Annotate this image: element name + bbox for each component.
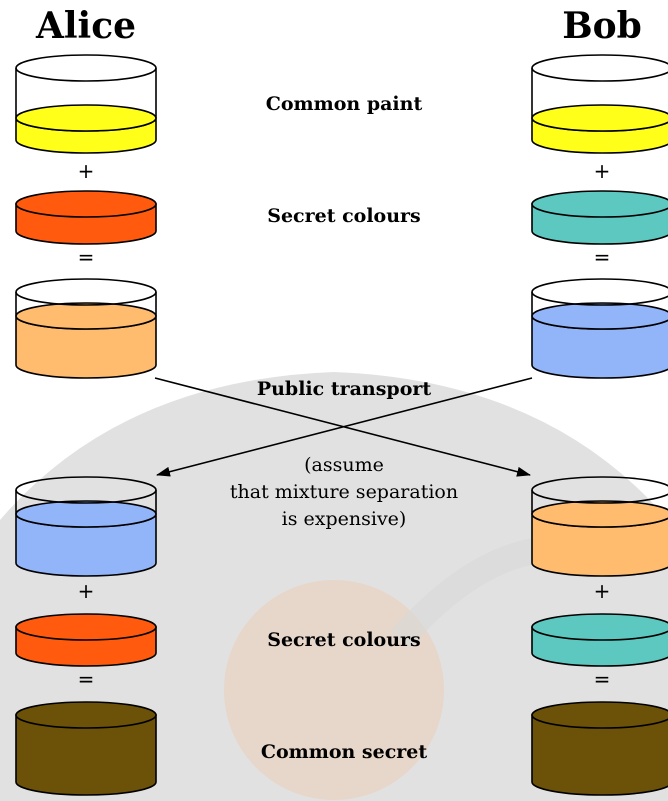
note-line-1: (assume [304, 454, 384, 476]
alice-received-jar [15, 476, 157, 577]
bob-secret-colour-disc-2 [531, 613, 668, 667]
bob-received-jar-rim [531, 476, 668, 504]
secret-colours-label-top: Secret colours [267, 205, 421, 227]
bob-secret-colour-disc-2-top [531, 613, 668, 641]
alice-equals-bottom: = [78, 667, 95, 691]
public-transport-label: Public transport [257, 378, 432, 400]
alice-secret-colour-disc-2 [15, 613, 157, 667]
common-paint-label: Common paint [266, 93, 423, 115]
alice-mixture-jar-liquid-surface [15, 302, 157, 330]
alice-common-secret-jar-top [15, 701, 157, 729]
bob-secret-colour-disc-top [531, 190, 668, 218]
alice-mixture-jar-rim [15, 278, 157, 306]
bob-received-jar [531, 476, 668, 577]
note-line-2: that mixture separation [230, 481, 458, 503]
bob-secret-colour-disc [531, 190, 668, 245]
alice-received-jar-rim [15, 476, 157, 504]
bob-mixture-jar-liquid-surface [531, 302, 668, 330]
alice-plus-bottom: + [78, 579, 95, 603]
alice-equals-top: = [78, 245, 95, 269]
background-watermark [0, 372, 668, 801]
note-line-3: is expensive) [282, 508, 407, 530]
bob-equals-bottom: = [594, 667, 611, 691]
alice-mixture-jar [15, 278, 157, 379]
bob-mixture-jar [531, 278, 668, 379]
bob-common-secret-jar [531, 701, 668, 796]
bob-plus-bottom: + [594, 579, 611, 603]
secret-colours-label-bottom: Secret colours [267, 629, 421, 651]
alice-common-secret-jar-body [15, 714, 157, 796]
alice-common-secret-jar [15, 701, 157, 796]
bob-common-secret-jar-body [531, 714, 668, 796]
alice-secret-colour-disc-2-top [15, 613, 157, 641]
bob-common-paint-jar-rim [531, 54, 668, 82]
bob-received-jar-liquid-surface [531, 500, 668, 528]
bob-mixture-jar-rim [531, 278, 668, 306]
alice-common-paint-jar-rim [15, 54, 157, 82]
alice-plus-top: + [78, 159, 95, 183]
bob-title: Bob [562, 5, 642, 47]
bob-common-paint-jar [531, 54, 668, 154]
bob-to-alice-arrow [156, 377, 533, 477]
common-secret-label: Common secret [261, 741, 428, 763]
bob-common-secret-jar-top [531, 701, 668, 729]
bob-plus-top: + [594, 159, 611, 183]
alice-common-paint-jar [15, 54, 157, 154]
alice-secret-colour-disc [15, 190, 157, 245]
alice-received-jar-liquid-surface [15, 500, 157, 528]
alice-common-paint-jar-liquid-surface [15, 104, 157, 132]
bob-equals-top: = [594, 245, 611, 269]
bob-common-paint-jar-liquid-surface [531, 104, 668, 132]
alice-title: Alice [35, 5, 136, 47]
paint-containers [15, 54, 668, 796]
alice-secret-colour-disc-top [15, 190, 157, 218]
